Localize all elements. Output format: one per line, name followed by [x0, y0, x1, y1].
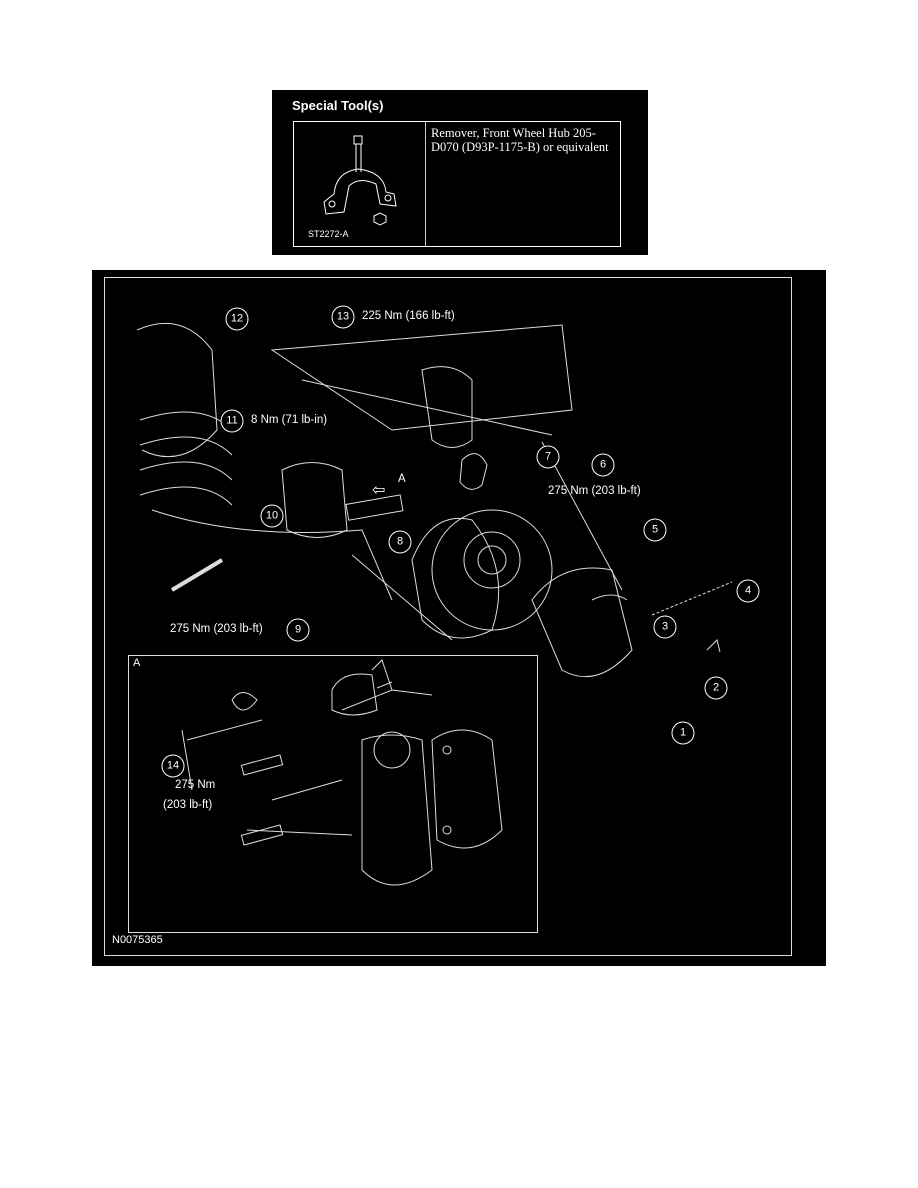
detail-view-title: A	[133, 657, 141, 669]
suspension-line-art	[136, 322, 733, 886]
torque-14-line1: 275 Nm	[175, 779, 216, 791]
callout-12: 12	[225, 307, 249, 331]
torque-13: 225 Nm (166 lb-ft)	[362, 310, 455, 322]
view-arrow-a-label: A	[398, 473, 406, 485]
special-tools-table: ST2272-A Remover, Front Wheel Hub 205-D0…	[293, 121, 621, 247]
hub-remover-tool-illustration	[323, 135, 397, 226]
suspension-exploded-diagram: A ⇦ 12 13 225 Nm (166 lb-ft) 11 8 Nm (71…	[92, 270, 826, 966]
callout-11: 11	[220, 409, 244, 433]
callout-10: 10	[260, 504, 284, 528]
callout-7: 7	[536, 445, 560, 469]
callout-9: 9	[286, 618, 310, 642]
special-tools-title: Special Tool(s)	[292, 98, 384, 113]
view-arrow-icon: ⇦	[372, 482, 386, 499]
torque-9: 275 Nm (203 lb-ft)	[170, 623, 263, 635]
detail-view-a: A	[128, 655, 538, 933]
callout-14: 14	[161, 754, 185, 778]
callout-8: 8	[388, 530, 412, 554]
callout-3: 3	[653, 615, 677, 639]
callout-6: 6	[591, 453, 615, 477]
tool-description: Remover, Front Wheel Hub 205-D070 (D93P-…	[431, 126, 609, 154]
torque-11: 8 Nm (71 lb-in)	[251, 414, 328, 426]
callout-13: 13	[331, 305, 355, 329]
torque-6: 275 Nm (203 lb-ft)	[548, 485, 641, 497]
torque-14-line2: (203 lb-ft)	[163, 799, 213, 811]
callout-2: 2	[704, 676, 728, 700]
tool-code: ST2272-A	[308, 229, 349, 239]
callout-4: 4	[736, 579, 760, 603]
table-divider	[425, 122, 426, 246]
diagram-frame	[104, 277, 792, 956]
special-tools-box: Special Tool(s) ST2272-A Remover, Front …	[272, 90, 648, 255]
callout-1: 1	[671, 721, 695, 745]
callout-5: 5	[643, 518, 667, 542]
figure-id: N0075365	[112, 934, 163, 946]
